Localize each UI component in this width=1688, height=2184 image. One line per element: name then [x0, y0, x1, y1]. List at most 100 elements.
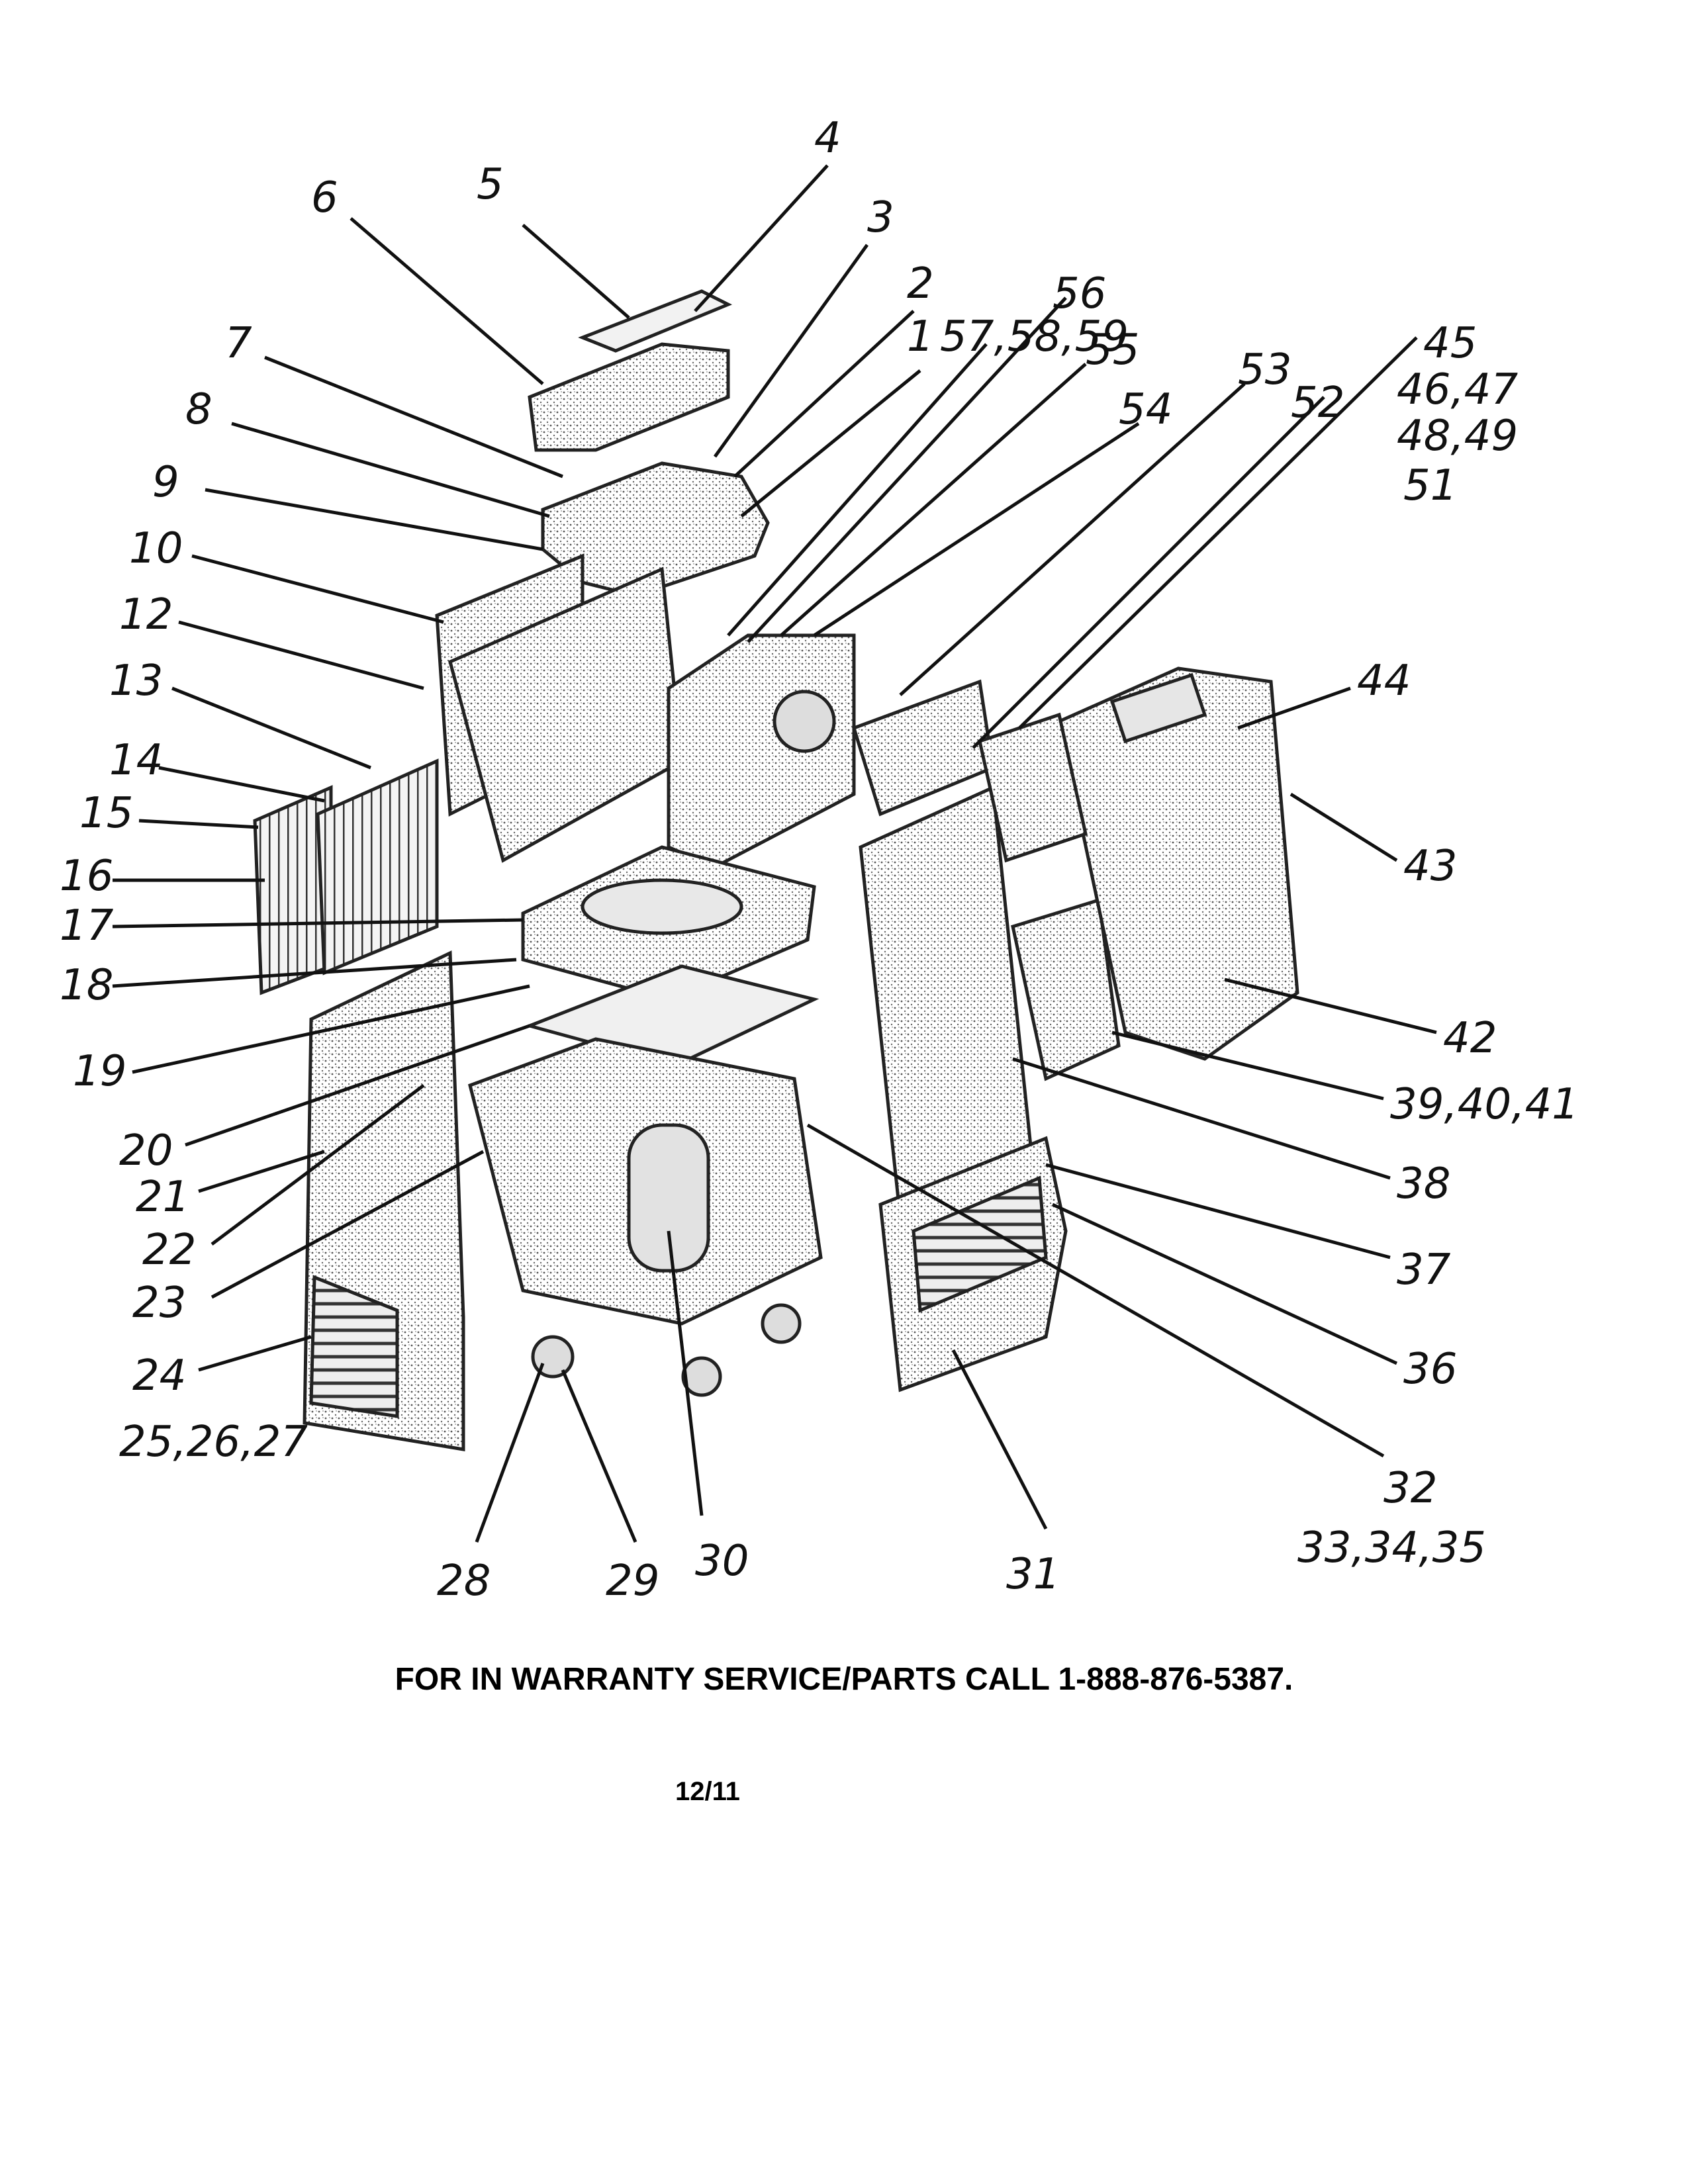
leader-30 — [667, 1230, 704, 1516]
left-side-grille — [309, 1275, 399, 1418]
leader-28 — [475, 1363, 545, 1543]
leader-17 — [112, 918, 524, 929]
callout-2: 2 — [907, 259, 934, 308]
leader-32 — [806, 1123, 1385, 1458]
leader-29 — [561, 1369, 637, 1543]
revision-date: 12/11 — [675, 1777, 740, 1806]
callout-9: 9 — [152, 458, 179, 507]
leader-57 — [727, 343, 988, 637]
leader-55 — [780, 363, 1087, 637]
callout-42: 42 — [1443, 1014, 1497, 1063]
callout-6: 6 — [311, 173, 338, 222]
callout-37: 37 — [1397, 1246, 1451, 1295]
leader-20 — [185, 1024, 530, 1147]
water-bucket — [1011, 897, 1121, 1081]
callout-20: 20 — [119, 1126, 173, 1175]
callout-39-41: 39,40,41 — [1390, 1080, 1579, 1129]
callout-56: 56 — [1053, 269, 1106, 318]
callout-19: 19 — [73, 1047, 126, 1096]
callout-5: 5 — [477, 160, 504, 209]
leader-45 — [1018, 336, 1418, 729]
leader-lines — [112, 164, 1437, 1543]
callout-23: 23 — [132, 1279, 186, 1328]
callout-16: 16 — [60, 852, 113, 901]
upper-housing — [541, 461, 770, 598]
leader-39 — [1111, 1030, 1384, 1101]
callout-3: 3 — [867, 193, 894, 242]
callout-32: 32 — [1383, 1464, 1437, 1513]
callout-30: 30 — [695, 1537, 749, 1586]
callout-4: 4 — [814, 114, 841, 163]
fan-blade — [581, 878, 743, 935]
leader-37 — [1045, 1163, 1391, 1259]
callout-51: 51 — [1403, 461, 1457, 510]
parts-drawing — [253, 289, 1299, 1451]
front-grille — [912, 1175, 1048, 1313]
warranty-notice: FOR IN WARRANTY SERVICE/PARTS CALL 1-888… — [395, 1662, 1293, 1697]
leader-9 — [205, 488, 543, 551]
callout-24: 24 — [132, 1351, 186, 1400]
leader-23 — [211, 1150, 485, 1299]
leader-52 — [972, 396, 1325, 749]
leader-1 — [740, 369, 921, 518]
callout-10: 10 — [129, 524, 183, 573]
callout-17: 17 — [60, 901, 114, 950]
leader-22 — [211, 1084, 425, 1246]
callout-46-47: 46,47 — [1397, 365, 1519, 414]
leader-7 — [264, 355, 563, 478]
leader-36 — [1051, 1203, 1398, 1365]
leader-4 — [694, 164, 829, 312]
control-bracket — [851, 679, 995, 817]
control-panel-top — [578, 289, 733, 353]
callout-22: 22 — [142, 1226, 196, 1275]
leader-24 — [198, 1335, 312, 1372]
blower-motor — [773, 690, 836, 753]
leader-12 — [178, 620, 424, 690]
callout-28: 28 — [437, 1557, 491, 1606]
callout-45: 45 — [1423, 319, 1477, 368]
caster-front-right — [681, 1356, 722, 1397]
callout-31: 31 — [1006, 1550, 1060, 1599]
callout-18: 18 — [60, 961, 113, 1010]
leader-38 — [1012, 1057, 1391, 1180]
callout-29: 29 — [606, 1557, 659, 1606]
callout-25-27: 25,26,27 — [119, 1418, 308, 1467]
callout-14: 14 — [109, 736, 163, 785]
right-side-panel — [978, 712, 1088, 863]
compressor — [627, 1123, 710, 1273]
leader-18 — [112, 958, 517, 988]
callout-52: 52 — [1291, 379, 1344, 428]
leader-31 — [951, 1349, 1048, 1530]
leader-42 — [1224, 978, 1437, 1034]
callout-8: 8 — [185, 385, 212, 434]
leader-56 — [747, 296, 1067, 643]
leader-15 — [138, 819, 259, 829]
callout-55: 55 — [1086, 326, 1139, 375]
blower-housing — [667, 633, 856, 869]
caster-rear — [761, 1303, 802, 1344]
leader-21 — [198, 1150, 325, 1193]
leader-5 — [522, 224, 630, 319]
callout-33-35: 33,34,35 — [1297, 1524, 1486, 1572]
front-cabinet — [1057, 666, 1299, 1061]
callout-57-59: 57,58,59 — [940, 312, 1129, 361]
callout-53: 53 — [1238, 345, 1291, 394]
control-panel-cover — [528, 342, 730, 452]
callout-48-49: 48,49 — [1397, 412, 1518, 461]
callout-36: 36 — [1403, 1345, 1457, 1394]
display-window — [1109, 672, 1207, 744]
leader-53 — [899, 383, 1246, 696]
callout-12: 12 — [119, 590, 173, 639]
callout-54: 54 — [1119, 385, 1172, 434]
leader-14 — [158, 766, 325, 803]
leader-19 — [132, 984, 530, 1074]
callout-1: 1 — [907, 312, 934, 361]
callout-7: 7 — [225, 319, 252, 368]
leader-3 — [713, 244, 869, 458]
leader-10 — [191, 554, 444, 624]
rear-grille — [316, 758, 439, 976]
callout-21: 21 — [136, 1173, 189, 1222]
callout-43: 43 — [1403, 842, 1457, 891]
callout-44: 44 — [1357, 657, 1411, 705]
callout-38: 38 — [1397, 1160, 1450, 1208]
